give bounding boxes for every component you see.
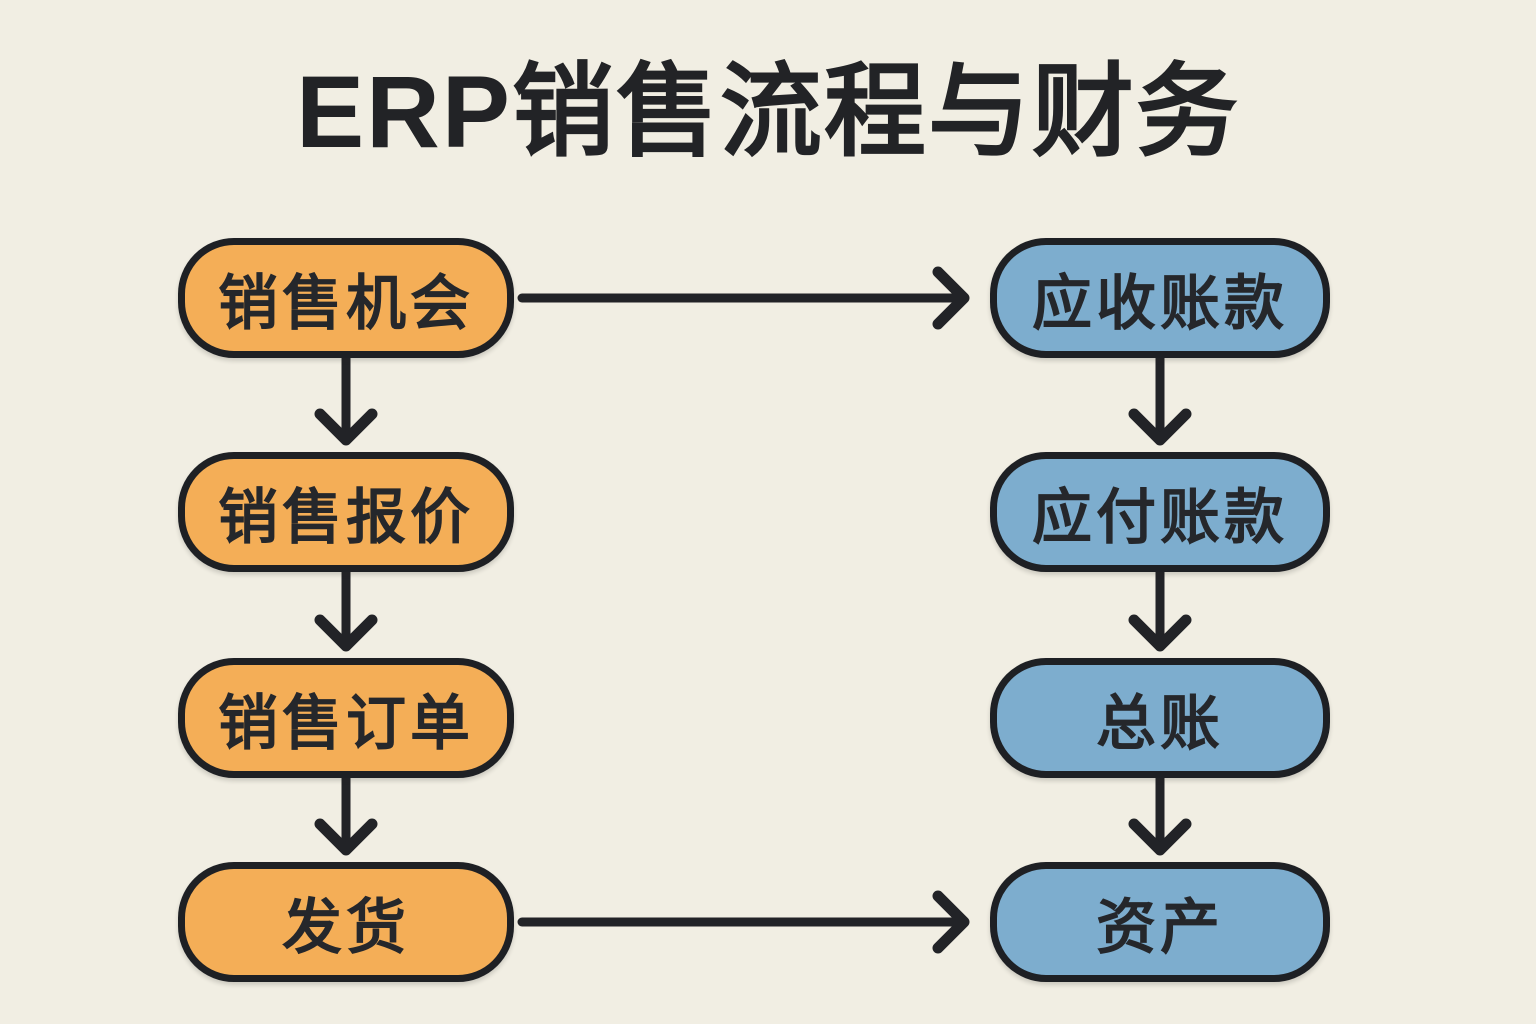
node-shipment: 发货	[178, 862, 514, 982]
edge-general-ledger-to-assets	[1128, 773, 1192, 856]
node-general-ledger: 总账	[990, 658, 1330, 778]
node-accounts-payable: 应付账款	[990, 452, 1330, 572]
node-sales-opportunity: 销售机会	[178, 238, 514, 358]
edge-sales-order-to-shipment	[314, 773, 378, 856]
edge-sales-opportunity-to-accounts-receivable	[517, 266, 970, 330]
edge-shipment-to-assets	[517, 890, 970, 954]
edge-sales-opportunity-to-sales-quotation	[314, 353, 378, 446]
node-accounts-receivable: 应收账款	[990, 238, 1330, 358]
edge-sales-quotation-to-sales-order	[314, 567, 378, 652]
node-sales-order: 销售订单	[178, 658, 514, 778]
node-assets: 资产	[990, 862, 1330, 982]
edge-accounts-receivable-to-accounts-payable	[1128, 353, 1192, 446]
diagram-title: ERP销售流程与财务	[296, 55, 1240, 169]
edge-accounts-payable-to-general-ledger	[1128, 567, 1192, 652]
node-sales-quotation: 销售报价	[178, 452, 514, 572]
